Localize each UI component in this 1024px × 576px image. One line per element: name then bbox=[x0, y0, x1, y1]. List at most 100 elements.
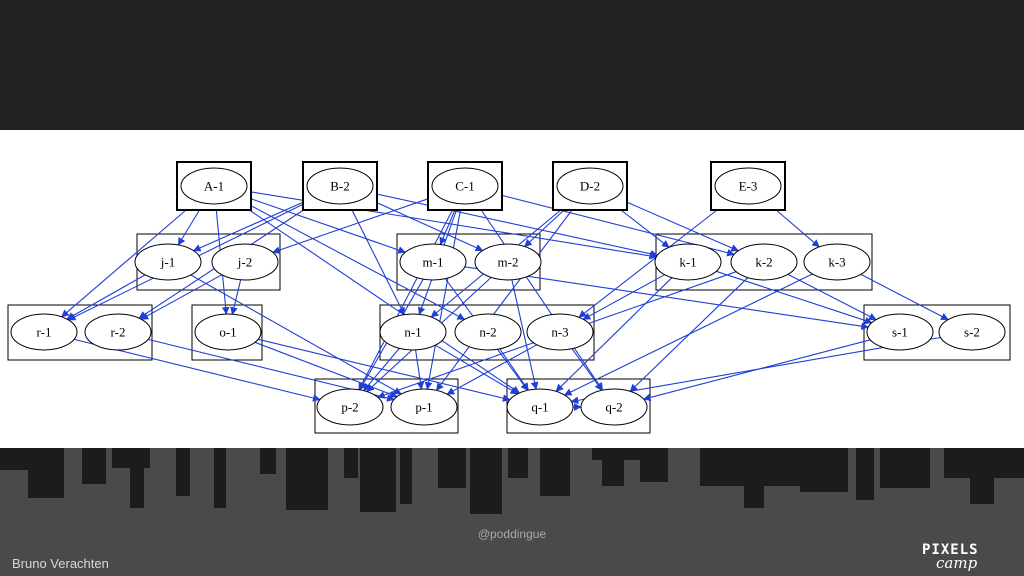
node-A-1: A-1 bbox=[176, 161, 252, 211]
skyline-block bbox=[970, 448, 994, 504]
node-label: s-1 bbox=[892, 325, 908, 340]
node-label: m-2 bbox=[498, 255, 519, 270]
edge-D-2-to-k-1 bbox=[620, 209, 670, 248]
node-label: k-1 bbox=[679, 255, 696, 270]
edge-k-3-to-q-1 bbox=[563, 273, 813, 396]
node-label: r-1 bbox=[37, 325, 52, 340]
edge-A-1-to-m-1 bbox=[250, 198, 406, 254]
node-label: p-2 bbox=[341, 400, 358, 415]
edge-B-2-to-k-1 bbox=[376, 193, 659, 258]
edge-C-1-to-p-2 bbox=[358, 209, 453, 391]
edge-n-1-to-p-1 bbox=[415, 349, 425, 390]
node-label: o-1 bbox=[219, 325, 236, 340]
skyline-block bbox=[400, 448, 412, 504]
node-label: m-1 bbox=[423, 255, 444, 270]
node-label: n-2 bbox=[479, 325, 496, 340]
node-s-1: s-1 bbox=[866, 313, 934, 351]
skyline-block bbox=[508, 448, 528, 478]
logo-text-bottom: camp bbox=[936, 554, 978, 572]
node-B-2: B-2 bbox=[302, 161, 378, 211]
edge-k-1-to-q-1 bbox=[555, 277, 673, 392]
node-j-2: j-2 bbox=[211, 243, 279, 281]
node-r-2: r-2 bbox=[84, 313, 152, 351]
node-label: k-2 bbox=[755, 255, 772, 270]
node-k-1: k-1 bbox=[654, 243, 722, 281]
node-p-2: p-2 bbox=[316, 388, 384, 426]
edge-D-2-to-p-1 bbox=[436, 209, 573, 391]
skyline-block bbox=[540, 448, 570, 496]
skyline-block bbox=[82, 448, 106, 484]
skyline-block bbox=[286, 448, 328, 510]
skyline-block bbox=[640, 448, 668, 482]
edge-D-2-to-m-2 bbox=[524, 209, 565, 248]
twitter-handle: @poddingue bbox=[477, 527, 547, 541]
node-m-2: m-2 bbox=[474, 243, 542, 281]
edge-n-1-to-p-2 bbox=[363, 348, 400, 392]
skyline-block bbox=[176, 448, 190, 496]
edge-n-1-to-q-1 bbox=[435, 344, 519, 395]
node-r-1: r-1 bbox=[10, 313, 78, 351]
edge-k-2-to-s-1 bbox=[787, 273, 877, 321]
author-name: Bruno Verachten bbox=[12, 556, 109, 571]
node-E-3: E-3 bbox=[710, 161, 786, 211]
cluster-box bbox=[863, 304, 1011, 361]
skyline-decoration bbox=[0, 448, 1024, 576]
node-label: B-2 bbox=[330, 179, 350, 194]
edge-E-3-to-k-3 bbox=[775, 209, 820, 248]
edge-B-2-to-n-1 bbox=[351, 209, 405, 316]
skyline-block bbox=[856, 448, 874, 500]
node-label: j-2 bbox=[237, 255, 252, 270]
node-C-1: C-1 bbox=[427, 161, 503, 211]
skyline-block bbox=[438, 448, 466, 488]
edge-m-2-to-q-1 bbox=[511, 279, 539, 390]
node-label: n-1 bbox=[404, 325, 421, 340]
node-label: q-2 bbox=[605, 400, 622, 415]
edge-C-1-to-q-2 bbox=[480, 209, 604, 391]
node-label: D-2 bbox=[580, 179, 600, 194]
node-label: n-3 bbox=[551, 325, 568, 340]
edge-E-3-to-n-3 bbox=[578, 209, 718, 318]
node-q-1: q-1 bbox=[506, 388, 574, 426]
skyline-block bbox=[344, 448, 358, 478]
edge-A-1-to-q-1 bbox=[249, 209, 520, 394]
node-label: p-1 bbox=[415, 400, 432, 415]
node-j-1: j-1 bbox=[134, 243, 202, 281]
skyline-block bbox=[602, 448, 624, 486]
edge-k-1-to-s-1 bbox=[716, 270, 873, 325]
edge-k-3-to-s-2 bbox=[860, 273, 949, 321]
edge-j-1-to-r-1 bbox=[66, 274, 146, 320]
edge-A-1-to-j-1 bbox=[177, 209, 200, 246]
edge-B-2-to-j-1 bbox=[192, 201, 304, 252]
skyline-block bbox=[800, 448, 848, 492]
node-D-2: D-2 bbox=[552, 161, 628, 211]
edge-n-3-to-p-1 bbox=[446, 344, 538, 395]
edge-n-2-to-q-1 bbox=[499, 348, 529, 391]
node-label: s-2 bbox=[964, 325, 980, 340]
edge-j-2-to-o-1 bbox=[230, 279, 242, 315]
skyline-block bbox=[28, 448, 64, 498]
skyline-block bbox=[360, 448, 396, 512]
edge-D-2-to-k-2 bbox=[626, 201, 739, 252]
node-label: j-1 bbox=[160, 255, 175, 270]
skyline-block bbox=[130, 448, 144, 508]
edge-j-2-to-r-2 bbox=[140, 274, 223, 320]
clusters bbox=[7, 233, 1011, 434]
node-n-2: n-2 bbox=[454, 313, 522, 351]
edge-A-1-to-n-2 bbox=[250, 205, 466, 320]
edge-k-1-to-n-3 bbox=[582, 274, 665, 320]
node-label: E-3 bbox=[739, 179, 758, 194]
edge-C-1-to-p-1 bbox=[424, 209, 462, 390]
edge-j-1-to-p-1 bbox=[190, 274, 402, 395]
node-n-3: n-3 bbox=[526, 313, 594, 351]
node-label: q-1 bbox=[531, 400, 548, 415]
node-o-1: o-1 bbox=[194, 313, 262, 351]
edge-s-2-to-q-1 bbox=[570, 336, 941, 405]
edge-o-1-to-p-1 bbox=[254, 341, 398, 398]
logo-text-top: PIXELS bbox=[922, 542, 979, 558]
edge-C-1-to-m-1 bbox=[439, 209, 456, 246]
edge-m-1-to-s-1 bbox=[464, 266, 869, 330]
node-p-1: p-1 bbox=[390, 388, 458, 426]
